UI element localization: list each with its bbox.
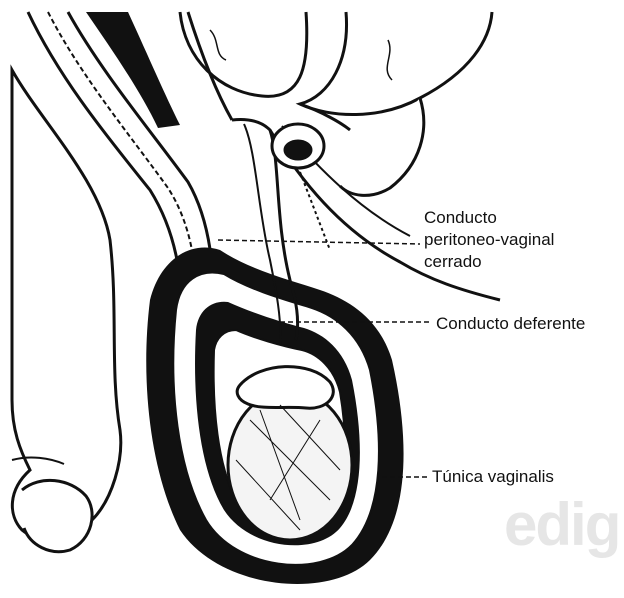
upper-organs — [180, 12, 492, 195]
watermark-logo: edig — [504, 490, 619, 559]
label-peritoneo-line1: Conducto — [424, 207, 554, 229]
penis — [12, 70, 121, 552]
label-peritoneo-vaginal: Conducto peritoneo-vaginal cerrado — [424, 207, 554, 273]
leader-peritoneo — [218, 240, 420, 244]
label-conducto-deferente: Conducto deferente — [436, 313, 585, 335]
label-tunica-vaginalis: Túnica vaginalis — [432, 466, 554, 488]
label-peritoneo-line2: peritoneo-vaginal — [424, 229, 554, 251]
testis — [228, 367, 352, 540]
label-peritoneo-line3: cerrado — [424, 251, 554, 273]
